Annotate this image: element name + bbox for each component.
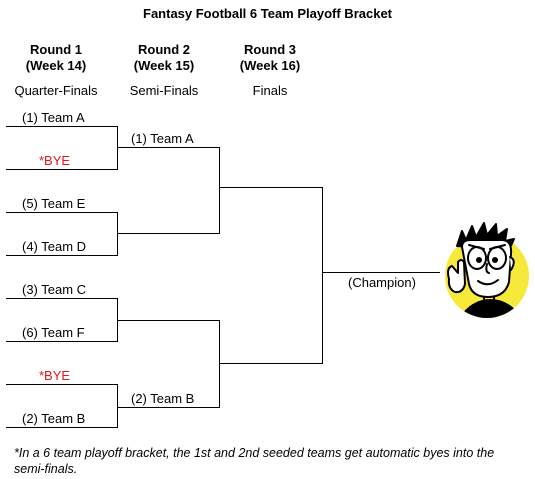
r2-team-slot-4: (2) Team B	[131, 391, 195, 406]
r1-team-slot-5: (3) Team C	[22, 282, 87, 297]
r1-team-slot-4: (4) Team D	[22, 239, 87, 254]
round-3-name: Round 3	[244, 42, 296, 57]
round-3-stage: Finals	[252, 83, 288, 98]
r1-bye-slot-2: *BYE	[39, 153, 71, 168]
round-2-stage: Semi-Finals	[129, 83, 199, 98]
r1-team-slot-1: (1) Team A	[22, 110, 85, 125]
round-3-header: Round 3 (Week 16)	[224, 42, 316, 74]
round-1-header: Round 1 (Week 14)	[10, 42, 102, 74]
round-2-week: (Week 15)	[133, 58, 195, 73]
r2-match-1-connector	[117, 147, 220, 234]
round-1-name: Round 1	[30, 42, 82, 57]
footnote: *In a 6 team playoff bracket, the 1st an…	[14, 446, 495, 476]
champion-label: (Champion)	[348, 275, 416, 290]
r1-team-slot-3: (5) Team E	[22, 196, 86, 211]
r1-bye-slot-7: *BYE	[39, 368, 71, 383]
r1-team-slot-6: (6) Team F	[22, 325, 85, 340]
round-3-week: (Week 16)	[239, 58, 301, 73]
r2-team-slot-1: (1) Team A	[131, 131, 194, 146]
r3-final-connector	[219, 187, 323, 364]
round-1-week: (Week 14)	[25, 58, 87, 73]
round-2-header: Round 2 (Week 15)	[118, 42, 210, 74]
round-2-name: Round 2	[138, 42, 190, 57]
r1-match-4-connector	[6, 384, 118, 428]
bracket-title: Fantasy Football 6 Team Playoff Bracket	[143, 6, 392, 21]
round-1-stage: Quarter-Finals	[14, 83, 98, 98]
r1-team-slot-8: (2) Team B	[22, 411, 86, 426]
